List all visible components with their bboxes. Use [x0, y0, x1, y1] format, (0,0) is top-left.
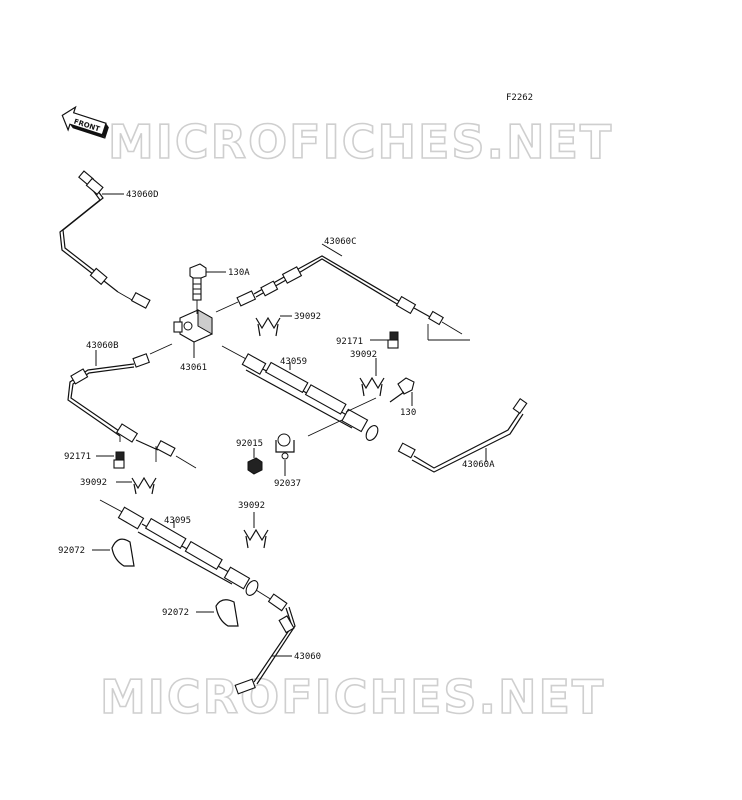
clip-39092-b [359, 358, 385, 397]
watermark-top: MICROFICHES.NET [108, 115, 613, 169]
label-43060c: 43060C [324, 237, 357, 247]
nut-92015 [247, 448, 263, 475]
label-39092-d: 39092 [238, 501, 265, 511]
label-130: 130 [400, 408, 416, 418]
brake-pipe-43060a [397, 398, 528, 473]
label-43060a: 43060A [462, 460, 495, 470]
label-39092-c: 39092 [80, 478, 107, 488]
label-43061: 43061 [180, 363, 207, 373]
brake-joint-43061 [173, 309, 213, 358]
bleeder-92171-b [96, 451, 125, 469]
brake-hose-43059 [221, 345, 379, 441]
brake-pipe-43060d [59, 170, 151, 309]
label-92171-a: 92171 [336, 337, 363, 347]
bolt-130 [389, 377, 415, 406]
label-92015: 92015 [236, 439, 263, 449]
label-43059: 43059 [280, 357, 307, 367]
label-92171-b: 92171 [64, 452, 91, 462]
figure-code: F2262 [506, 93, 533, 103]
bolt-130a [189, 263, 226, 314]
clip-39092-d [243, 512, 269, 549]
label-43060d: 43060D [126, 190, 159, 200]
label-43060b: 43060B [86, 341, 119, 351]
label-92037: 92037 [274, 479, 301, 489]
clip-39092-c [116, 476, 157, 495]
brake-hose-43095 [99, 499, 259, 596]
clip-39092-a [255, 316, 281, 337]
label-92072-b: 92072 [162, 608, 189, 618]
brake-pipe-43060b [67, 343, 197, 469]
hose-clamp-92072-b [196, 599, 239, 627]
front-arrow-icon: FRONT [61, 105, 109, 139]
label-39092-b: 39092 [350, 350, 377, 360]
label-39092-a: 39092 [294, 312, 321, 322]
hose-clamp-92072-a [92, 538, 135, 567]
label-43095: 43095 [164, 516, 191, 526]
brake-pipe-43060c [215, 255, 463, 335]
clamp-92037 [275, 433, 295, 476]
label-130a: 130A [228, 268, 250, 278]
brake-pipe-43060 [234, 589, 296, 695]
label-43060: 43060 [294, 652, 321, 662]
watermark-bottom: MICROFICHES.NET [100, 670, 605, 724]
label-92072-a: 92072 [58, 546, 85, 556]
bleeder-92171-a [370, 331, 399, 349]
